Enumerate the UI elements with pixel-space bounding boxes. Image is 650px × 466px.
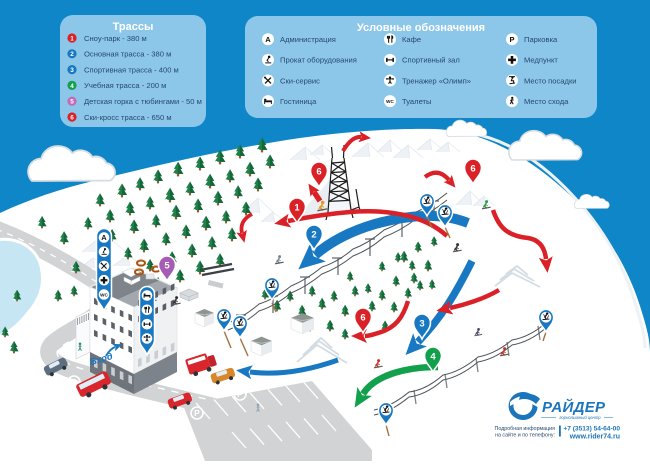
svg-text:2: 2 [70,51,74,58]
svg-text:3: 3 [419,318,424,329]
svg-text:Спортивная трасса - 400 м: Спортивная трасса - 400 м [84,65,179,74]
svg-text:5: 5 [164,260,170,271]
svg-text:Гостиница: Гостиница [280,97,317,106]
svg-text:P: P [237,389,243,399]
svg-text:Ски-кросс трасса - 650 м: Ски-кросс трасса - 650 м [84,113,172,122]
svg-text:Кафе: Кафе [402,35,421,44]
svg-text:Прокат оборудования: Прокат оборудования [280,56,357,65]
svg-text:Место посадки: Место посадки [524,76,577,85]
svg-text:Место схода: Место схода [524,97,569,106]
svg-text:4: 4 [430,351,436,362]
svg-text:Подробная информация: Подробная информация [495,426,556,432]
svg-text:Основная трасса - 380 м: Основная трасса - 380 м [84,50,171,59]
svg-text:P: P [71,377,77,387]
svg-text:6: 6 [70,114,74,121]
svg-text:горнолыжный центр: горнолыжный центр [559,415,601,420]
svg-text:A: A [101,233,107,242]
svg-text:5: 5 [70,99,74,106]
svg-text:Детская горка с тюбингами - 50: Детская горка с тюбингами - 50 м [84,97,202,106]
svg-text:WC: WC [100,293,108,298]
svg-text:Учебная трасса - 200 м: Учебная трасса - 200 м [84,81,166,90]
svg-text:6: 6 [360,312,365,323]
svg-text:Туалеты: Туалеты [402,97,432,106]
svg-text:Условные обозначения: Условные обозначения [357,22,485,34]
svg-text:www.rider74.ru: www.rider74.ru [569,434,620,441]
svg-text:Парковка: Парковка [524,35,558,44]
svg-text:P: P [194,408,200,418]
svg-text:2: 2 [311,229,316,240]
svg-text:РАЙДЕР: РАЙДЕР [542,398,606,416]
svg-text:WC: WC [386,99,394,104]
svg-text:Спортивный зал: Спортивный зал [402,56,460,65]
svg-text:Трассы: Трассы [113,21,154,33]
svg-text:на сайте и по телефону:: на сайте и по телефону: [495,432,555,439]
svg-text:Ски-сервис: Ски-сервис [280,76,320,85]
svg-text:Тренажер «Олимп»: Тренажер «Олимп» [402,76,471,85]
svg-text:6: 6 [316,166,321,177]
svg-text:P: P [509,35,514,44]
svg-text:Сноу-парк - 380 м: Сноу-парк - 380 м [84,34,147,43]
svg-text:A: A [265,35,271,44]
svg-text:4: 4 [70,83,74,90]
svg-text:1: 1 [294,202,300,213]
svg-text:Администрация: Администрация [280,35,336,44]
svg-text:+7 (3513) 54-64-00: +7 (3513) 54-64-00 [563,426,620,433]
svg-text:1: 1 [70,35,74,42]
svg-text:6: 6 [470,163,475,174]
svg-text:Медпункт: Медпункт [524,56,558,65]
svg-text:3: 3 [70,67,74,74]
